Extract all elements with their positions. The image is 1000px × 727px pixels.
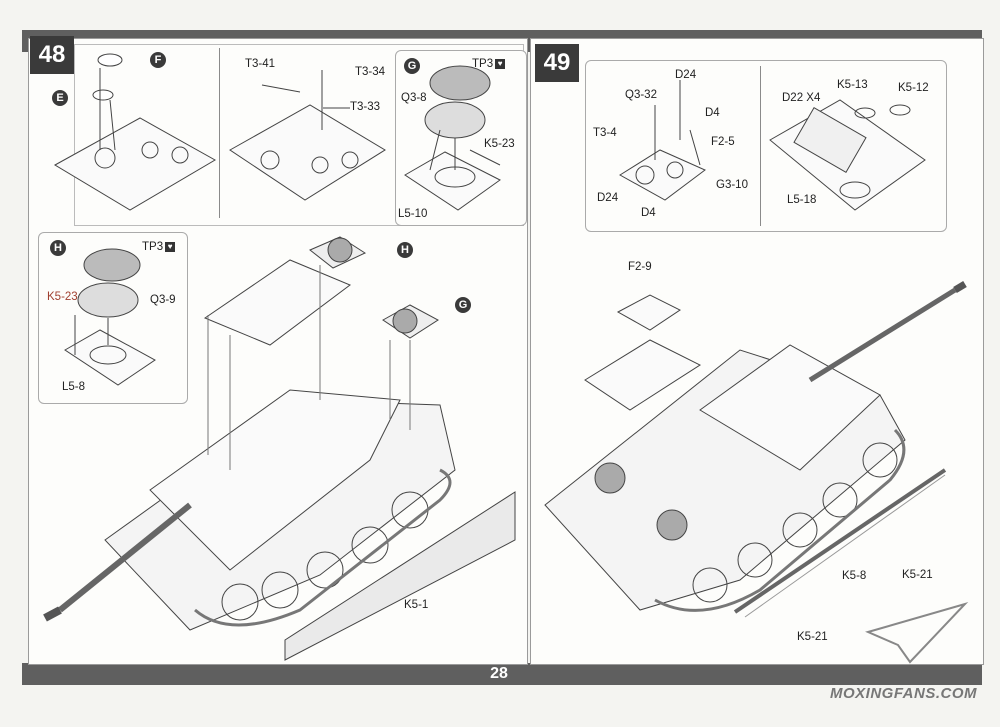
part-label: D4 (705, 107, 720, 119)
deck-plate-part (404, 151, 501, 211)
step-48-number: 48 (30, 36, 74, 74)
step-49-number: 49 (535, 44, 579, 82)
side-rail-part (733, 468, 947, 614)
part-label: D4 (641, 207, 656, 219)
callout-h: H (50, 240, 66, 256)
part-label: T3-41 (245, 58, 276, 70)
mesh-screen-part (83, 248, 141, 282)
part-label: K5-12 (898, 82, 929, 94)
side-skirt-part (284, 491, 516, 661)
upper-hull-plate (203, 259, 351, 346)
part-label: F2-9 (628, 261, 652, 273)
part-label: K5-21 (902, 569, 933, 581)
hatch-assembly (619, 149, 706, 201)
part-label: Q3-9 (150, 294, 176, 306)
heart-icon: ♥ (165, 241, 176, 252)
part-label: L5-10 (398, 208, 428, 220)
callout-h: H (397, 242, 413, 258)
roof-plate-part (584, 339, 702, 411)
bottom-footer-bar (22, 663, 982, 685)
hatch-part (97, 53, 123, 67)
part-label: K5-23 (47, 291, 78, 303)
hull-plate-part (53, 117, 217, 211)
gun-barrel (808, 287, 957, 383)
part-label: G3-10 (716, 179, 748, 191)
track (194, 468, 452, 627)
superstructure (149, 389, 401, 571)
part-label: K5-8 (842, 570, 867, 582)
part-label: D24 (675, 69, 697, 81)
road-wheels (692, 442, 898, 603)
track (654, 428, 906, 612)
part-label: F2-5 (711, 136, 735, 148)
callout-e: E (52, 90, 68, 106)
hull-plate-part (229, 104, 386, 201)
heart-icon: ♥ (495, 58, 506, 69)
callout-g: G (404, 58, 420, 74)
callout-g: G (455, 297, 471, 313)
part-label: T3-34 (355, 66, 386, 78)
part-label: T3-4 (593, 127, 617, 139)
part-label: T3-33 (350, 101, 381, 113)
watermark-text: MOXINGFANS.COM (830, 685, 978, 702)
gun-barrel (58, 502, 192, 613)
part-label: K5-23 (484, 138, 515, 150)
deck-plate-part (64, 329, 156, 386)
part-label: TP3♥ (142, 241, 176, 253)
part-label: D22 X4 (782, 92, 821, 104)
part-label: L5-8 (62, 381, 86, 393)
mesh-screen-part (429, 65, 491, 101)
paper-plane-logo (865, 602, 969, 664)
part-label: K5-1 (404, 599, 429, 611)
part-label: Q3-32 (625, 89, 657, 101)
divider (760, 66, 761, 226)
hatch-part (92, 89, 114, 101)
page-number: 28 (490, 665, 508, 682)
superstructure (699, 344, 881, 471)
f2-9-part (616, 294, 681, 331)
road-wheels (221, 491, 429, 621)
part-label: TP3♥ (472, 58, 506, 70)
part-label: K5-21 (797, 631, 828, 643)
part-label: L5-18 (787, 194, 817, 206)
engine-fan (656, 509, 688, 541)
part-label: D24 (597, 192, 619, 204)
part-label: K5-13 (837, 79, 868, 91)
divider (219, 48, 220, 218)
engine-fan (594, 462, 626, 494)
callout-f: F (150, 52, 166, 68)
part-label: Q3-8 (401, 92, 427, 104)
